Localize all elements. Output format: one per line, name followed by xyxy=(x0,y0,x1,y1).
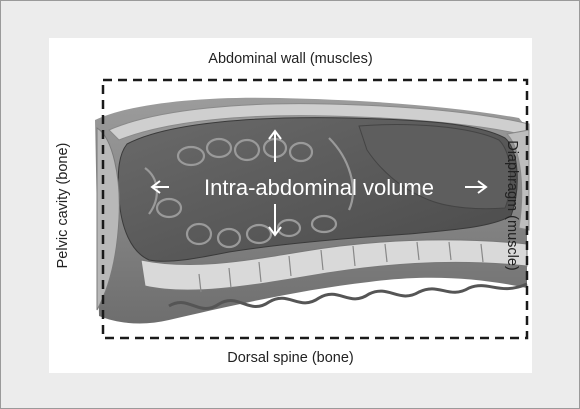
abdominal-anatomy-illustration: Intra-abdominal volume xyxy=(49,38,532,373)
dorsal-spine-label: Dorsal spine (bone) xyxy=(49,350,532,366)
figure-panel: Intra-abdominal volume Abdominal wall (m… xyxy=(49,38,532,373)
pelvic-cavity-label: Pelvic cavity (bone) xyxy=(55,38,75,373)
abdominal-wall-label: Abdominal wall (muscles) xyxy=(49,51,532,67)
intra-abdominal-volume-label: Intra-abdominal volume xyxy=(204,175,434,200)
diaphragm-label: Diaphragm (muscle) xyxy=(500,38,520,373)
